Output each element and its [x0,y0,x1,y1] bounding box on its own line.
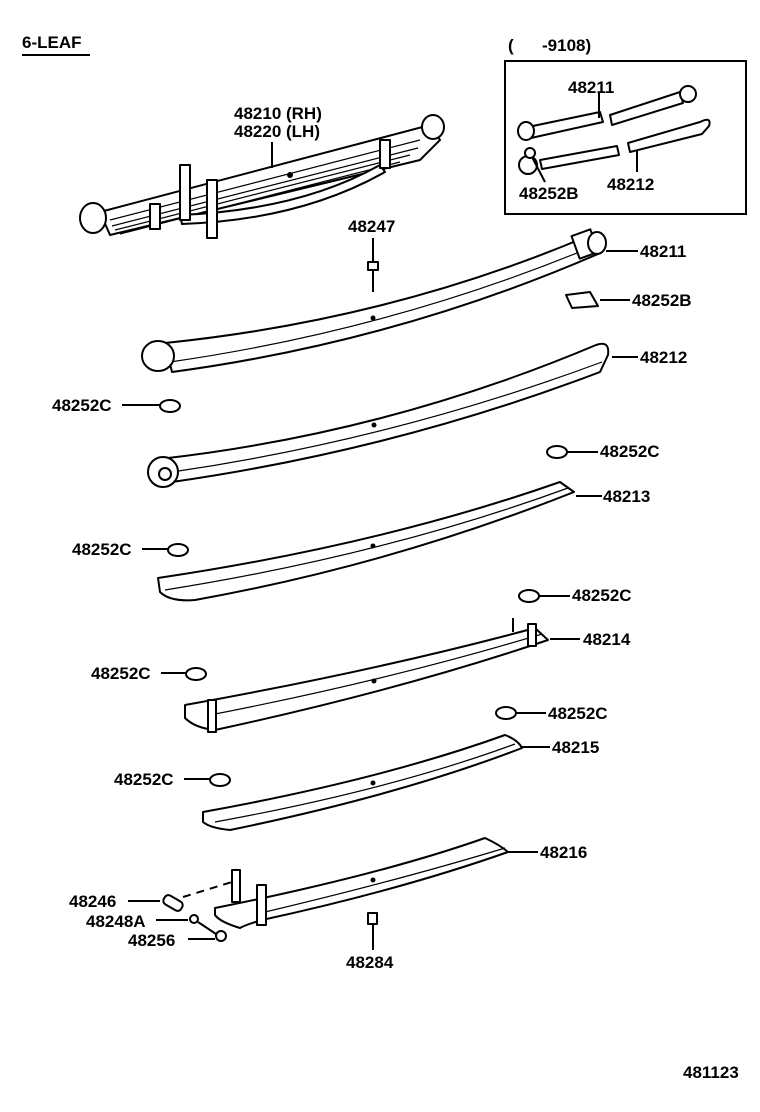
inset-box: 48211 48252B 48212 [504,60,747,215]
washer-48248a [189,914,199,924]
label-48284: 48284 [346,953,394,972]
spacer-48246 [162,894,184,912]
inset-label-48211: 48211 [568,78,614,97]
label-48211: 48211 [640,242,686,261]
bolt-head-icon [367,261,379,271]
label-48256: 48256 [128,931,175,950]
date-range: ( -9108) [508,36,591,55]
leaf-48216 [214,837,509,929]
label-48212: 48212 [640,348,687,367]
inset-label-48252b: 48252B [519,184,579,203]
leaf-48214 [184,618,549,733]
label-48252c-2: 48252C [600,442,660,461]
cap-48252c-2 [546,445,568,459]
label-48220-lh: 48220 (LH) [234,122,320,141]
diagram-code: 481123 [683,1063,739,1082]
label-48214: 48214 [583,630,631,649]
leaf-48215 [202,734,523,831]
inset-label-48212: 48212 [607,175,654,194]
label-48210-rh: 48210 (RH) [234,104,322,123]
label-48252c-7: 48252C [114,770,174,789]
label-48252c-5: 48252C [91,664,151,683]
label-48246: 48246 [69,892,116,911]
nut-48284 [367,912,378,925]
spring-assembly [79,114,445,239]
cap-48252c-1 [159,399,181,413]
label-48252c-3: 48252C [72,540,132,559]
cap-48252c-6 [495,706,517,720]
label-48252b: 48252B [632,291,692,310]
cap-48252c-3 [167,543,189,557]
cap-48252c-5 [185,667,207,681]
bushing-48252b [565,291,599,309]
cap-48252c-7 [209,773,231,787]
label-48216: 48216 [540,843,587,862]
leaf-48213 [157,481,575,602]
label-48215: 48215 [552,738,599,757]
bolt-48256 [197,921,217,935]
variant-title: 6-LEAF [22,33,82,52]
label-48213: 48213 [603,487,650,506]
leaf-48211 [141,228,607,373]
label-48252c-4: 48252C [572,586,632,605]
label-48248a: 48248A [86,912,146,931]
leaf-48212 [147,342,610,488]
label-48252c-6: 48252C [548,704,608,723]
cap-48252c-4 [518,589,540,603]
label-48247: 48247 [348,217,395,236]
label-48252c-1: 48252C [52,396,112,415]
